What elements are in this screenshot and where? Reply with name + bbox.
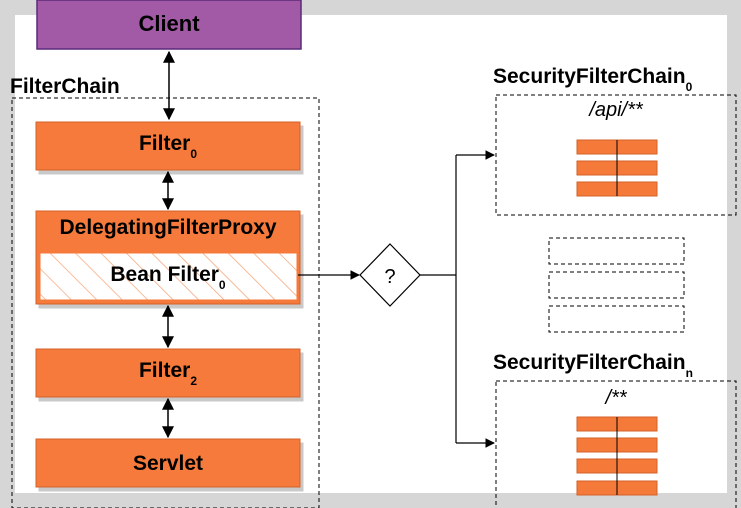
client-node: Client: [36, 0, 302, 50]
svg-text:SecurityFilterChainn: SecurityFilterChainn: [493, 351, 693, 380]
bean-filter-label: Bean Filter: [110, 263, 219, 286]
chainn-subscript: n: [686, 366, 693, 380]
servlet-node: Servlet: [35, 438, 301, 488]
delegating-filter-proxy-label: DelegatingFilterProxy: [59, 216, 276, 239]
svg-text:Bean Filter0: Bean Filter0: [110, 263, 226, 292]
filter0-subscript: 0: [190, 147, 197, 161]
chain-placeholder: [548, 271, 685, 299]
filter0-node: Filter0: [35, 121, 301, 171]
delegating-filter-proxy-node: DelegatingFilterProxy Bean Filter0: [35, 210, 301, 305]
chain-placeholder: [548, 237, 685, 265]
svg-text:Filter0: Filter0: [139, 132, 197, 161]
svg-text:Filter2: Filter2: [139, 359, 197, 388]
decision-label: ?: [384, 266, 395, 288]
chain0-pattern: /api/**: [587, 99, 644, 121]
chainn-pattern: /**: [603, 387, 627, 409]
filter2-subscript: 2: [190, 374, 197, 388]
filter2-label: Filter: [139, 359, 190, 382]
svg-text:SecurityFilterChain0: SecurityFilterChain0: [493, 65, 693, 94]
chain0-subscript: 0: [686, 80, 693, 94]
filter-chain-container: [11, 97, 320, 508]
filter2-node: Filter2: [35, 348, 301, 398]
bean-filter-node: Bean Filter0: [39, 252, 298, 301]
filter-chain-title: FilterChain: [10, 75, 120, 98]
client-label: Client: [138, 11, 200, 36]
bean-filter-subscript: 0: [219, 278, 226, 292]
security-filter-chain-0: SecurityFilterChain0 /api/**: [493, 65, 737, 216]
chain-placeholder: [548, 305, 685, 333]
security-filter-chain-n: SecurityFilterChainn /**: [493, 351, 737, 508]
filter0-label: Filter: [139, 132, 190, 155]
decision-diamond: ?: [359, 243, 421, 307]
chainn-title: SecurityFilterChain: [493, 351, 686, 374]
chain0-title: SecurityFilterChain: [493, 65, 686, 88]
servlet-label: Servlet: [133, 452, 203, 475]
